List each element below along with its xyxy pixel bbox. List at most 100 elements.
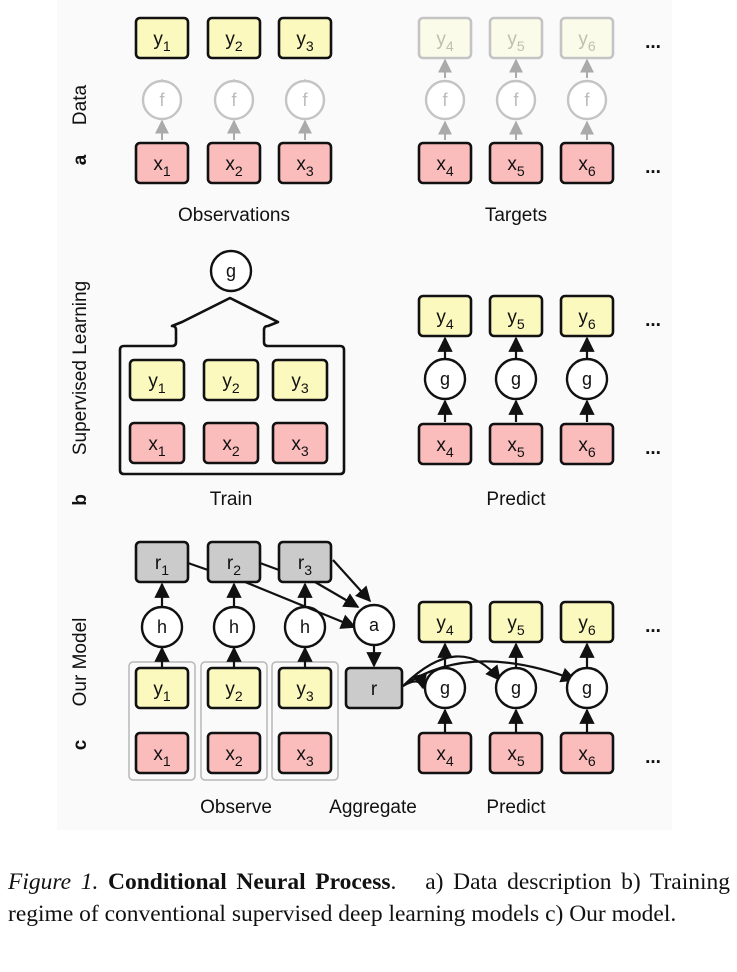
predict-y-5: y5 xyxy=(488,294,544,338)
pred-y-5-rect xyxy=(488,600,544,644)
pred-x-6-rect xyxy=(559,731,615,775)
obs-x-1: x1 xyxy=(134,731,190,775)
ellipsis: ... xyxy=(645,310,661,331)
pred-x-5-label: x5 xyxy=(507,744,525,769)
caption-title-period: . xyxy=(390,869,397,895)
function-node-f-circle xyxy=(141,79,183,121)
obs-y-3-label: y3 xyxy=(296,679,314,704)
predict-x-5: x5 xyxy=(488,422,544,466)
rep-r-3: r3 xyxy=(277,540,333,584)
predict-x-6: x6 xyxy=(559,422,615,466)
pred-x-4: x4 xyxy=(417,731,473,775)
train-x-2-rect xyxy=(202,421,260,465)
caption-text: a) Data description b) Training regime o… xyxy=(8,869,731,927)
pred-y-6-label: y6 xyxy=(578,613,596,638)
observed-y-1-label: y1 xyxy=(153,29,171,54)
decoder-node-g-label: g xyxy=(440,369,450,389)
predict-x-5-rect xyxy=(488,422,544,466)
pred-y-4-rect xyxy=(417,600,473,644)
function-node-f-label: f xyxy=(442,90,448,110)
observed-x-3-rect xyxy=(277,141,333,185)
predict-y-4-label: y4 xyxy=(436,307,454,332)
observed-y-2: y2 xyxy=(206,16,262,60)
target-y-6: y6 xyxy=(559,16,615,60)
target-x-5-label: x5 xyxy=(507,154,525,179)
pred-x-6-label: x6 xyxy=(578,744,596,769)
obs-x-2-rect xyxy=(206,731,262,775)
train-y-2: y2 xyxy=(202,358,260,402)
pred-y-4: y4 xyxy=(417,600,473,644)
obs-x-3-label: x3 xyxy=(296,744,314,769)
decoder-node-g-label: g xyxy=(582,369,592,389)
predict-y-5-rect xyxy=(488,294,544,338)
pred-y-5-label: y5 xyxy=(507,613,525,638)
arrow-r-to-g6 xyxy=(402,660,577,687)
train-y-3-label: y3 xyxy=(291,371,309,396)
function-node-f-circle xyxy=(424,79,466,121)
training-set-container xyxy=(118,296,346,476)
pred-x-4-label: x4 xyxy=(436,744,454,769)
function-node-f-label: f xyxy=(584,90,590,110)
train-y-1-rect xyxy=(128,358,186,402)
caption-figure-label: Figure 1. xyxy=(8,869,99,895)
panel-c-letter: c xyxy=(70,739,91,750)
target-x-4-label: x4 xyxy=(436,154,454,179)
decoder-node-g: g xyxy=(423,666,467,710)
ellipsis: ... xyxy=(645,747,661,768)
ellipsis: ... xyxy=(645,157,661,178)
train-x-3-rect xyxy=(271,421,329,465)
model-node-g-circle xyxy=(209,249,253,293)
predict-y-6-rect xyxy=(559,294,615,338)
target-y-6-rect xyxy=(559,16,615,60)
predict-y-6-label: y6 xyxy=(578,307,596,332)
function-node-f: f xyxy=(284,79,326,121)
train-y-3-rect xyxy=(271,358,329,402)
aggregate-label: Aggregate xyxy=(329,797,417,818)
predict-x-6-label: x6 xyxy=(578,435,596,460)
function-node-f: f xyxy=(213,79,255,121)
obs-x-2-label: x2 xyxy=(225,744,243,769)
train-x-1-label: x1 xyxy=(148,434,166,459)
obs-y-2-label: y2 xyxy=(225,679,243,704)
encoder-node-h: h xyxy=(212,605,256,649)
decoder-node-g-circle xyxy=(565,666,609,710)
encoder-node-h-label: h xyxy=(300,617,310,637)
function-node-f-circle xyxy=(566,79,608,121)
pred-x-6: x6 xyxy=(559,731,615,775)
panel-c-title: Our Model xyxy=(70,618,91,707)
rep-r-3-rect xyxy=(277,540,333,584)
representation-r-rect xyxy=(344,666,404,710)
target-x-6: x6 xyxy=(559,141,615,185)
observed-x-2-rect xyxy=(206,141,262,185)
rep-r-1-rect xyxy=(134,540,190,584)
train-y-2-label: y2 xyxy=(222,371,240,396)
observed-y-2-rect xyxy=(206,16,262,60)
target-x-6-label: x6 xyxy=(578,154,596,179)
predict-y-5-label: y5 xyxy=(507,307,525,332)
representation-r: r xyxy=(344,666,404,710)
ellipsis: ... xyxy=(645,32,661,53)
obs-x-3-rect xyxy=(277,731,333,775)
observed-x-2: x2 xyxy=(206,141,262,185)
target-y-4: y4 xyxy=(417,16,473,60)
decoder-node-g-circle xyxy=(565,357,609,401)
obs-y-2-rect xyxy=(206,666,262,710)
pred-y-6: y6 xyxy=(559,600,615,644)
obs-y-1: y1 xyxy=(134,666,190,710)
decoder-node-g-label: g xyxy=(582,678,592,698)
obs-y-2: y2 xyxy=(206,666,262,710)
aggregator-node-a: a xyxy=(352,603,396,647)
rep-link xyxy=(259,561,280,572)
rep-r-2-rect xyxy=(206,540,262,584)
target-y-4-label: y4 xyxy=(436,29,454,54)
aggregator-node-a-circle xyxy=(352,603,396,647)
target-y-4-rect xyxy=(417,16,473,60)
obs-x-3: x3 xyxy=(277,731,333,775)
target-y-5-label: y5 xyxy=(507,29,525,54)
model-node-g-label: g xyxy=(226,261,236,281)
obs-y-3: y3 xyxy=(277,666,333,710)
train-x-2-label: x2 xyxy=(222,434,240,459)
observed-x-2-label: x2 xyxy=(225,154,243,179)
observed-y-1: y1 xyxy=(134,16,190,60)
predict-label: Predict xyxy=(486,489,546,510)
